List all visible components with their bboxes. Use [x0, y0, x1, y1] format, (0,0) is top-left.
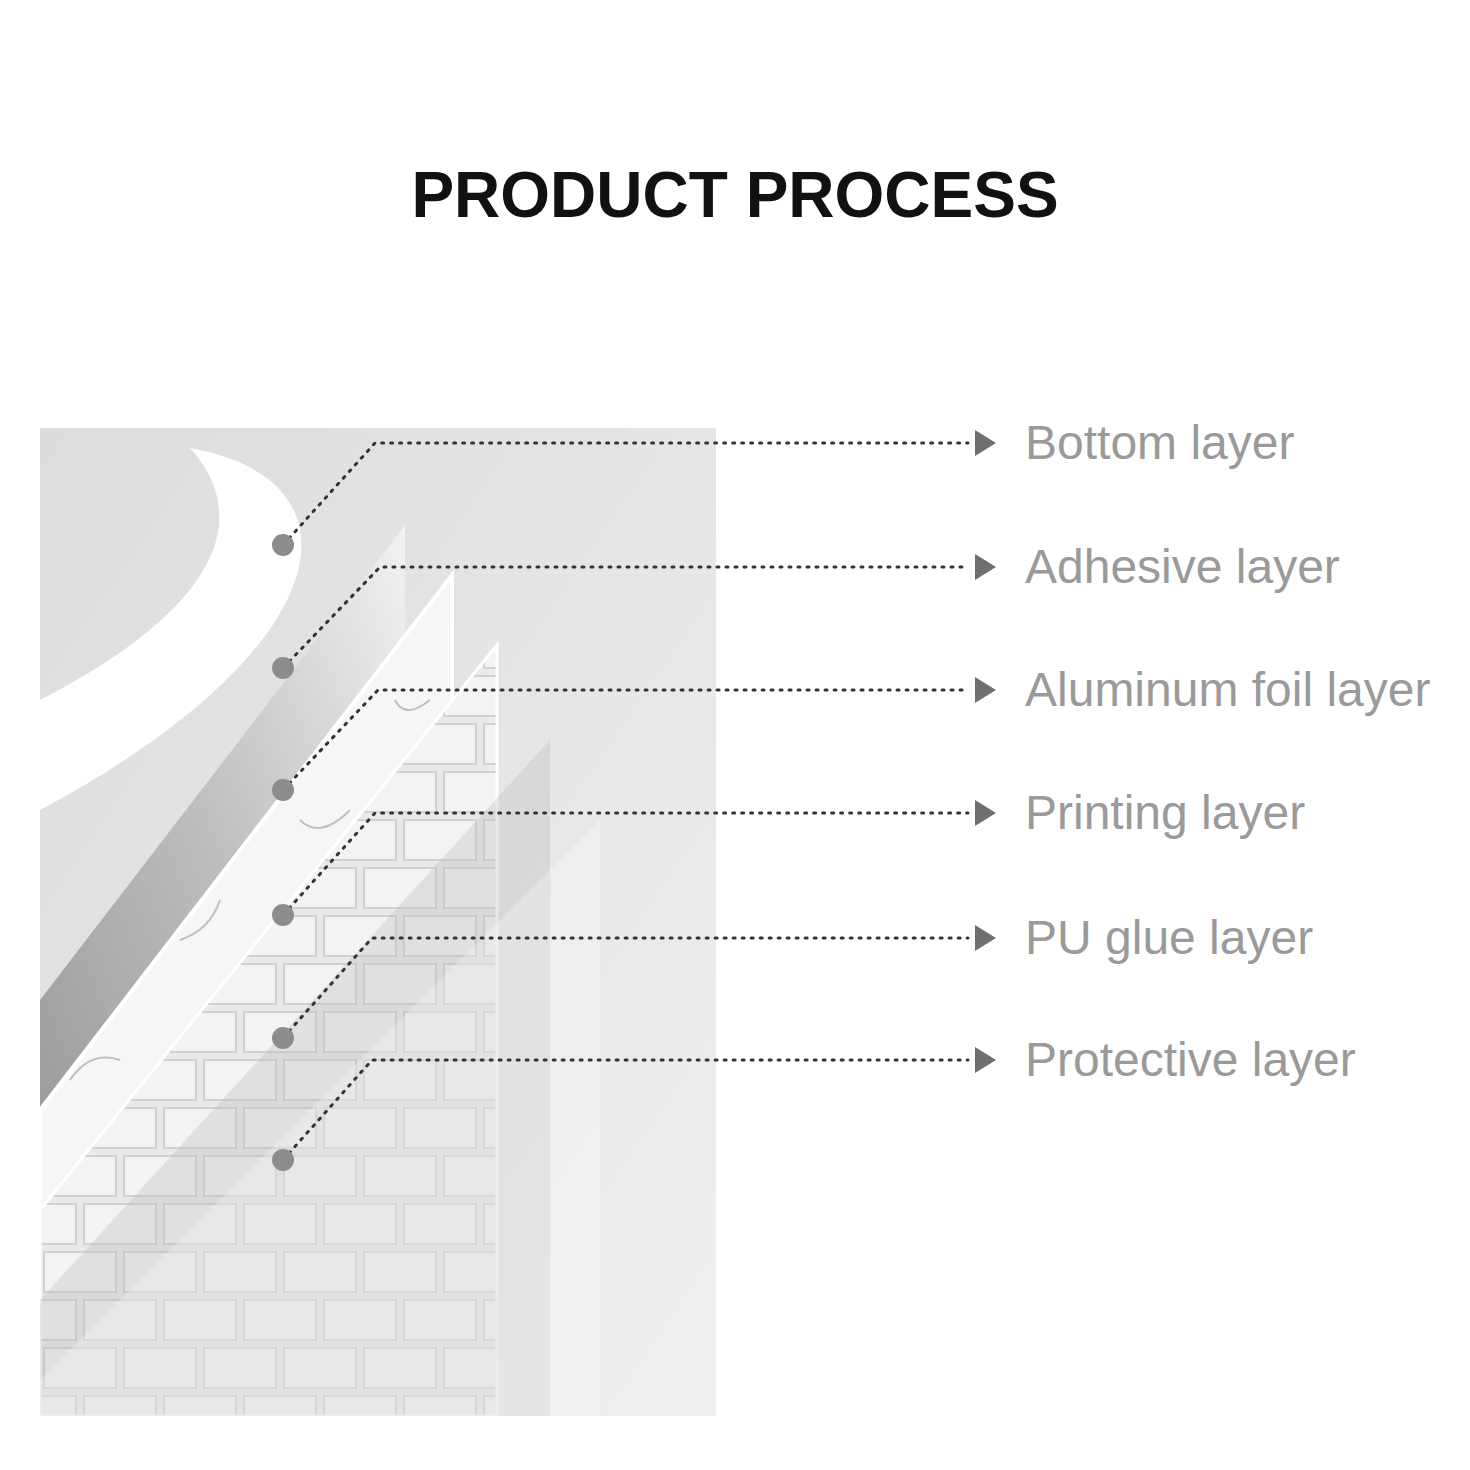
diagram-title: PRODUCT PROCESS — [411, 157, 1058, 234]
leader-arrowheads — [975, 430, 996, 1073]
layer-label: Printing layer — [1025, 784, 1305, 842]
leader-lines — [283, 443, 968, 1160]
backing-panel — [40, 428, 716, 1416]
layer-label: Aluminum foil layer — [1025, 661, 1430, 719]
layer-label: Protective layer — [1025, 1031, 1356, 1089]
layer-label: PU glue layer — [1025, 909, 1313, 967]
leader-dots — [272, 534, 294, 1171]
layer-label: Bottom layer — [1025, 414, 1294, 472]
layer-label: Adhesive layer — [1025, 538, 1340, 596]
